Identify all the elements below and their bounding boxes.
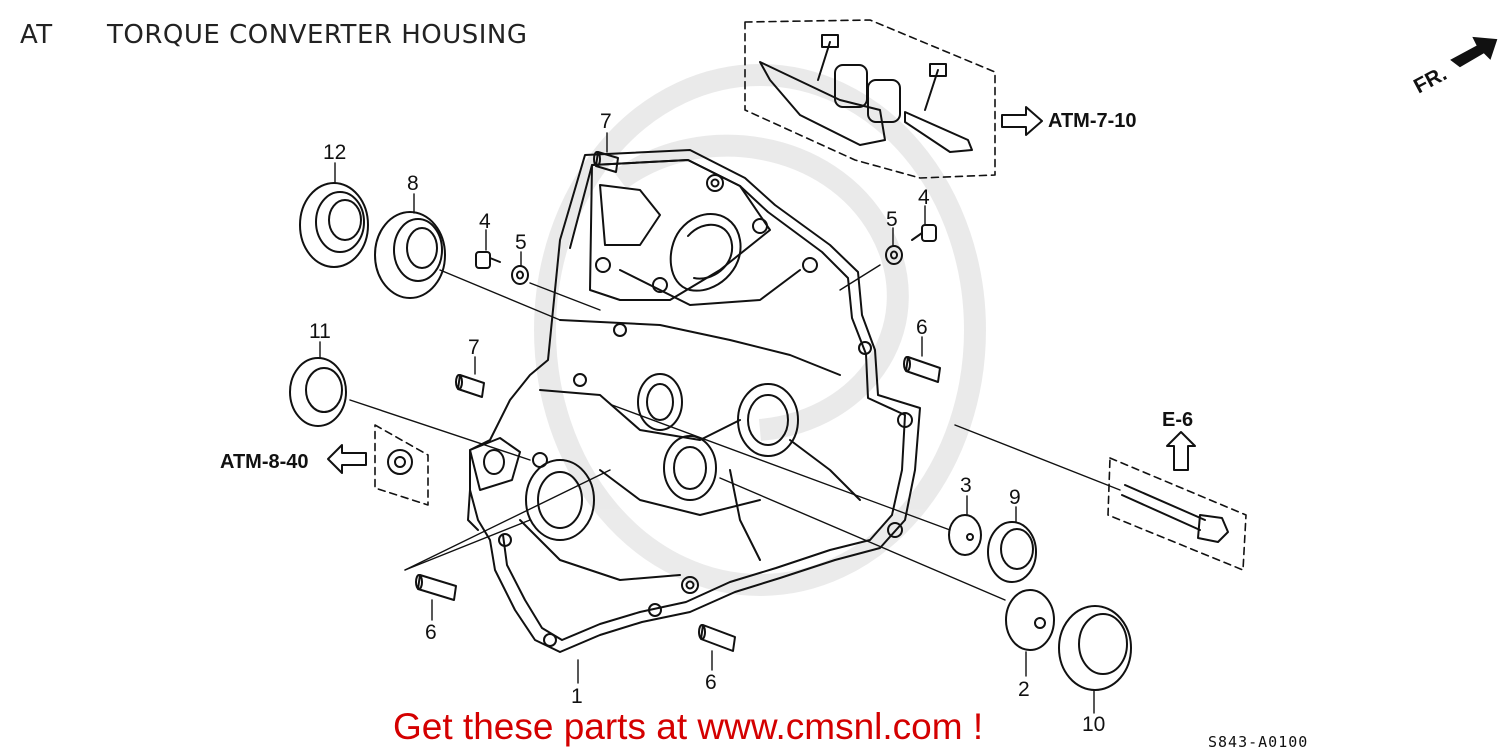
callout-6-bottom[interactable]: 6 xyxy=(705,671,717,694)
bolt-group xyxy=(1107,457,1247,571)
callout-7-top[interactable]: 7 xyxy=(600,110,612,133)
bearing-9 xyxy=(987,521,1037,583)
callout-11[interactable]: 11 xyxy=(309,320,331,343)
reference-link-filter[interactable]: ATM-8-40 xyxy=(220,451,309,473)
diagram-code: S843-A0100 xyxy=(1208,733,1309,751)
reference-link-solenoid[interactable]: ATM-7-10 xyxy=(1048,110,1137,132)
dowel-pin-7b xyxy=(455,374,485,398)
callout-10[interactable]: 10 xyxy=(1082,713,1106,736)
callout-1[interactable]: 1 xyxy=(571,685,583,708)
front-direction-arrow-icon xyxy=(1450,36,1498,68)
callout-7-left[interactable]: 7 xyxy=(468,336,480,359)
leader-lines xyxy=(319,132,1121,714)
shim-3 xyxy=(948,514,982,556)
callout-3[interactable]: 3 xyxy=(960,474,972,497)
callout-5-left[interactable]: 5 xyxy=(515,231,527,254)
callout-5-right[interactable]: 5 xyxy=(886,208,898,231)
washer-5a xyxy=(511,265,529,285)
bearing-8 xyxy=(374,211,446,299)
dowel-pin-6c xyxy=(698,624,736,652)
plug-4b xyxy=(911,224,937,242)
watermark-logo xyxy=(534,64,986,596)
dowel-pin-6b xyxy=(415,574,457,601)
solenoid-assembly-group xyxy=(744,19,996,179)
oil-seal-11 xyxy=(289,357,347,427)
callout-6-right[interactable]: 6 xyxy=(916,316,928,339)
plug-4a xyxy=(475,251,501,269)
torque-converter-housing xyxy=(467,149,921,653)
washer-5b xyxy=(885,245,903,265)
callout-12[interactable]: 12 xyxy=(323,141,347,164)
arrow-up-icon xyxy=(1166,431,1196,471)
dowel-pin-7a xyxy=(593,151,619,173)
reference-link-bolt[interactable]: E-6 xyxy=(1162,409,1194,431)
oil-seal-12 xyxy=(299,182,369,268)
cta-link[interactable]: Get these parts at www.cmsnl.com ! xyxy=(393,706,984,747)
callout-9[interactable]: 9 xyxy=(1009,486,1021,509)
arrow-right-icon xyxy=(1001,106,1043,136)
diagram-title: TORQUE CONVERTER HOUSING xyxy=(107,20,528,50)
callout-4-right[interactable]: 4 xyxy=(918,186,930,209)
arrow-left-icon xyxy=(327,444,367,474)
bearing-10 xyxy=(1058,605,1132,691)
filter-group xyxy=(374,424,429,506)
dowel-pin-6a xyxy=(903,356,941,383)
callout-2[interactable]: 2 xyxy=(1018,678,1030,701)
callout-6-left[interactable]: 6 xyxy=(425,621,437,644)
callout-8[interactable]: 8 xyxy=(407,172,419,195)
callout-4-left[interactable]: 4 xyxy=(479,210,491,233)
shim-2 xyxy=(1005,589,1055,651)
diagram-section-code: AT xyxy=(20,20,53,50)
